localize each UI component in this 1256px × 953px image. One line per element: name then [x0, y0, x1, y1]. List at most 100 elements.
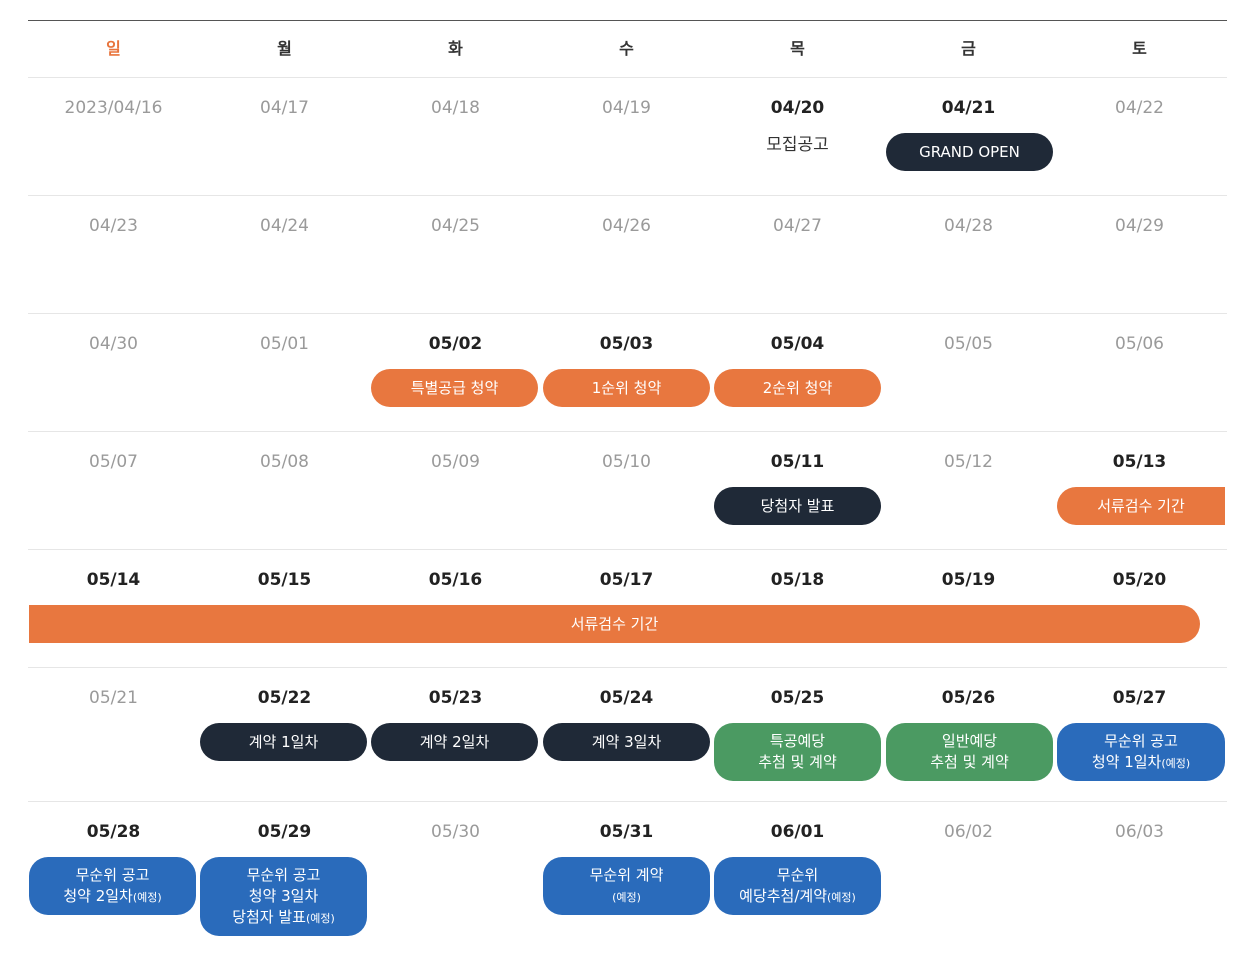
date-label: 05/03 — [599, 334, 654, 354]
weekday-fri: 금 — [961, 39, 976, 58]
tentative-tag: (예정) — [827, 890, 856, 904]
date-label: 05/23 — [428, 688, 483, 708]
date-label: 05/26 — [941, 688, 996, 708]
event-doc-review-period[interactable]: 서류검수 기간 — [29, 605, 1200, 643]
date-label: 05/11 — [770, 452, 825, 472]
event-label: 예당추첨/계약(예정) — [739, 886, 856, 908]
date-label: 05/30 — [431, 822, 480, 842]
date-label: 04/17 — [260, 98, 309, 118]
date-label: 05/04 — [770, 334, 825, 354]
date-label: 05/07 — [89, 452, 138, 472]
event-unranked-day3[interactable]: 무순위 공고 청약 3일차 당첨자 발표(예정) — [200, 857, 367, 936]
date-label: 05/01 — [260, 334, 309, 354]
event-grand-open[interactable]: GRAND OPEN — [886, 133, 1053, 171]
event-label: 청약 3일차 — [248, 886, 319, 905]
event-first-priority[interactable]: 1순위 청약 — [543, 369, 710, 407]
event-label: GRAND OPEN — [919, 142, 1020, 161]
date-label: 05/25 — [770, 688, 825, 708]
event-label-text: 청약 1일차 — [1091, 752, 1162, 771]
event-second-priority[interactable]: 2순위 청약 — [714, 369, 881, 407]
tentative-tag: (예정) — [132, 890, 162, 904]
event-general-reserve-draw[interactable]: 일반예당 추첨 및 계약 — [886, 723, 1053, 781]
event-unranked-contract[interactable]: 무순위 계약 (예정) — [543, 857, 710, 915]
date-label: 05/18 — [770, 570, 825, 590]
event-label: 1순위 청약 — [591, 378, 662, 397]
weekday-header: 일 월 화 수 목 금 토 — [28, 21, 1227, 78]
event-label: 무순위 공고 — [75, 865, 150, 884]
date-label: 04/18 — [431, 98, 480, 118]
date-label: 05/06 — [1115, 334, 1164, 354]
date-label: 05/31 — [599, 822, 654, 842]
event-label: 서류검수 기간 — [570, 614, 659, 633]
event-label: (예정) — [612, 886, 641, 908]
date-label: 04/24 — [260, 216, 309, 236]
date-label: 04/28 — [944, 216, 993, 236]
top-divider — [28, 20, 1227, 21]
event-contract-day2[interactable]: 계약 2일차 — [371, 723, 538, 761]
event-label: 청약 2일차(예정) — [63, 886, 161, 908]
event-label: 2순위 청약 — [762, 378, 833, 397]
event-label: 당첨자 발표 — [760, 496, 835, 515]
date-label: 05/21 — [89, 688, 138, 708]
date-label: 04/29 — [1115, 216, 1164, 236]
date-label: 2023/04/16 — [64, 98, 163, 118]
event-contract-day1[interactable]: 계약 1일차 — [200, 723, 367, 761]
event-label: 당첨자 발표(예정) — [232, 907, 335, 929]
event-label: 추첨 및 계약 — [758, 753, 837, 771]
date-label: 05/12 — [944, 452, 993, 472]
recruit-notice-label: 모집공고 — [766, 135, 829, 155]
date-label: 04/30 — [89, 334, 138, 354]
event-doc-review-start[interactable]: 서류검수 기간 — [1057, 487, 1225, 525]
date-label: 04/26 — [602, 216, 651, 236]
event-unranked-day2[interactable]: 무순위 공고 청약 2일차(예정) — [29, 857, 196, 915]
event-label: 서류검수 기간 — [1097, 496, 1185, 515]
date-label: 04/23 — [89, 216, 138, 236]
event-winner-announce[interactable]: 당첨자 발표 — [714, 487, 881, 525]
date-label: 06/03 — [1115, 822, 1164, 842]
date-label: 05/02 — [428, 334, 483, 354]
weekday-sat: 토 — [1132, 39, 1147, 58]
date-label: 05/10 — [602, 452, 651, 472]
date-label: 06/02 — [944, 822, 993, 842]
date-label: 05/27 — [1112, 688, 1167, 708]
event-label: 추첨 및 계약 — [930, 753, 1009, 771]
event-label: 무순위 계약 — [589, 865, 664, 884]
weekday-wed: 수 — [619, 39, 634, 58]
event-unranked-day1[interactable]: 무순위 공고 청약 1일차(예정) — [1057, 723, 1225, 781]
event-label: 특별공급 청약 — [410, 378, 499, 397]
date-label: 05/14 — [86, 570, 141, 590]
event-label: 계약 1일차 — [248, 732, 319, 751]
event-label-text: 청약 2일차 — [63, 886, 133, 905]
event-contract-day3[interactable]: 계약 3일차 — [543, 723, 710, 761]
date-label: 05/20 — [1112, 570, 1167, 590]
event-label: 청약 1일차(예정) — [1092, 752, 1190, 774]
event-special-reserve-draw[interactable]: 특공예당 추첨 및 계약 — [714, 723, 881, 781]
event-special-supply[interactable]: 특별공급 청약 — [371, 369, 538, 407]
date-label: 04/27 — [773, 216, 822, 236]
date-label: 05/24 — [599, 688, 654, 708]
event-label-text: 예당추첨/계약 — [739, 886, 828, 905]
date-label: 05/05 — [944, 334, 993, 354]
date-label: 05/28 — [86, 822, 141, 842]
event-label: 특공예당 — [769, 732, 826, 750]
date-label: 06/01 — [770, 822, 825, 842]
tentative-tag: (예정) — [612, 890, 641, 904]
date-label: 05/19 — [941, 570, 996, 590]
tentative-tag: (예정) — [1161, 756, 1191, 770]
date-label: 04/20 — [770, 98, 825, 118]
date-label: 04/19 — [602, 98, 651, 118]
date-label: 05/08 — [260, 452, 309, 472]
event-label: 계약 3일차 — [591, 732, 662, 751]
date-label: 05/16 — [428, 570, 483, 590]
event-unranked-reserve-draw[interactable]: 무순위 예당추첨/계약(예정) — [714, 857, 881, 915]
date-label: 05/15 — [257, 570, 312, 590]
weekday-thu: 목 — [790, 39, 805, 58]
event-label: 일반예당 — [941, 732, 998, 750]
event-label: 계약 2일차 — [419, 732, 490, 751]
weekday-mon: 월 — [277, 39, 292, 58]
